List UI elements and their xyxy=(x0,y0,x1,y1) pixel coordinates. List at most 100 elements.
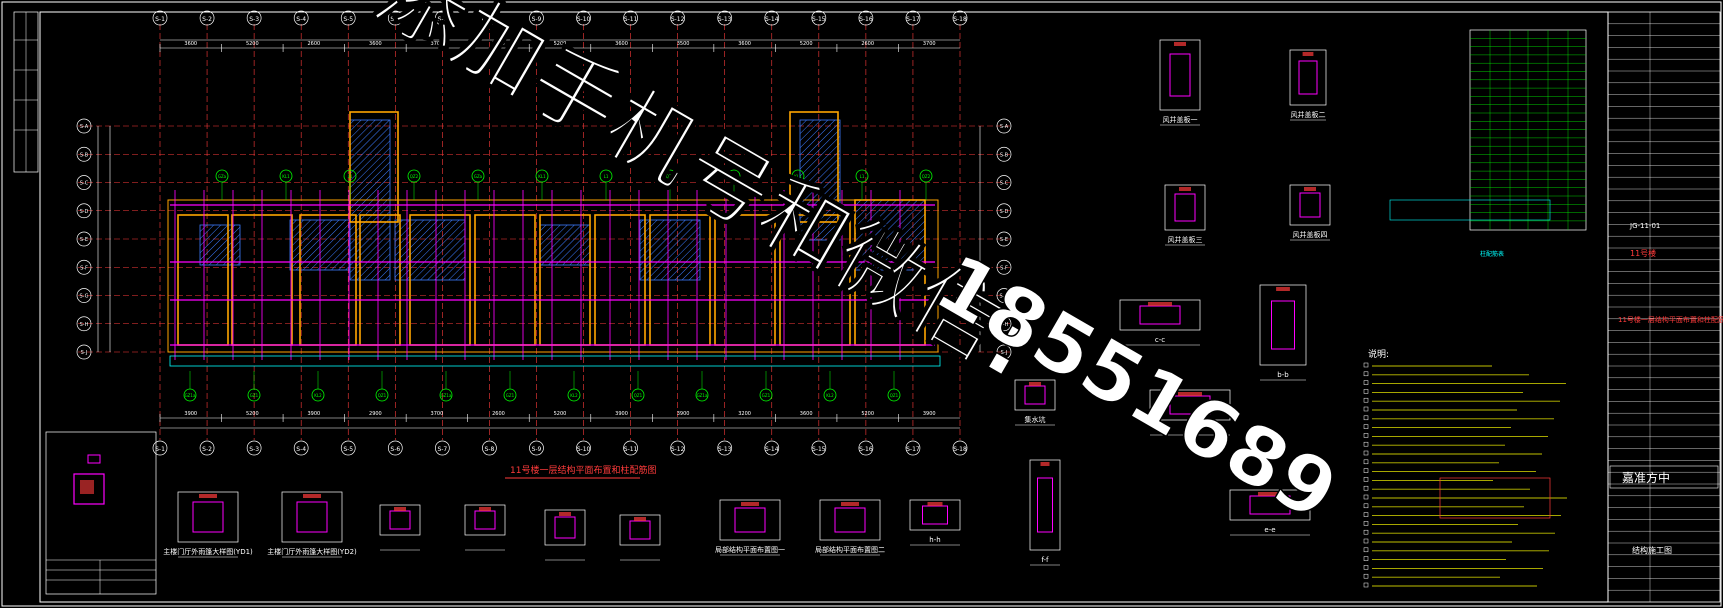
shear-wall xyxy=(594,214,646,346)
axis-bubble xyxy=(717,440,733,456)
axis-bubble xyxy=(529,10,544,26)
column-tag-text: QZ2 xyxy=(922,174,931,179)
dim-text: 2600 xyxy=(307,41,320,47)
axis-bubble xyxy=(623,440,638,456)
detail-caption: h-h xyxy=(929,536,940,544)
axis-label-bottom: S-7 xyxy=(437,446,447,453)
detail-rebar xyxy=(296,501,328,533)
axis-bubble xyxy=(764,440,780,456)
axis-label-top: S-18 xyxy=(953,16,967,23)
shear-wall xyxy=(474,214,536,346)
dim-text: 3900 xyxy=(307,411,320,417)
structural-floor-plan[interactable]: S-1S-1S-2S-2S-3S-3S-4S-4S-5S-5S-6S-6S-7S… xyxy=(76,10,1012,456)
dim-text: 3900 xyxy=(677,411,690,417)
note-bullet xyxy=(1363,389,1369,394)
column-tag-text: GZ1a xyxy=(441,393,452,398)
axis-bubble xyxy=(340,440,356,456)
detail-section xyxy=(544,509,586,546)
axis-label-top: S-15 xyxy=(812,16,826,23)
drawing-number: JG-11-01 xyxy=(1629,222,1660,230)
axis-bubble xyxy=(996,259,1012,275)
axis-label-bottom: S-2 xyxy=(202,446,212,453)
axis-bubble xyxy=(435,440,450,456)
detail-marker xyxy=(1276,287,1290,291)
dim-text: 3700 xyxy=(923,41,936,47)
detail-rebar xyxy=(389,510,411,530)
axis-bubble xyxy=(387,10,403,26)
shear-wall xyxy=(714,214,776,346)
note-bullet xyxy=(1363,485,1369,491)
table-footer xyxy=(1389,199,1551,221)
detail-marker xyxy=(1302,52,1314,56)
detail-rebar xyxy=(922,505,948,525)
axis-label-bottom: S-11 xyxy=(624,446,638,453)
detail-rebar xyxy=(1024,385,1046,405)
detail-section xyxy=(619,514,661,546)
column-tag-text: QZ1 xyxy=(634,393,643,398)
detail-caption: c-c xyxy=(1155,336,1165,344)
axis-label-top: S-11 xyxy=(624,16,638,23)
note-bullet xyxy=(1363,406,1369,412)
dim-text: 3900 xyxy=(923,411,936,417)
note-bullet xyxy=(1363,538,1369,544)
note-bullet xyxy=(1363,477,1369,482)
axis-bubble xyxy=(996,175,1012,190)
dim-text: 2600 xyxy=(861,41,874,47)
axis-label-bottom: S-14 xyxy=(765,446,779,453)
axis-label-top: S-7 xyxy=(437,16,447,23)
axis-bubble xyxy=(76,344,92,360)
axis-label-bottom: S-8 xyxy=(485,446,495,453)
axis-label-bottom: S-13 xyxy=(718,446,732,453)
detail-section xyxy=(281,491,343,543)
axis-bubble xyxy=(293,10,309,26)
drawing-frame xyxy=(39,11,1609,603)
axis-label-left: S-H xyxy=(80,322,89,328)
axis-bubble xyxy=(576,440,591,456)
axis-bubble xyxy=(340,10,356,26)
axis-label-top: S-14 xyxy=(765,16,779,23)
axis-bubble xyxy=(76,203,92,219)
detail-marker xyxy=(927,502,943,506)
column-tag-text: L1 xyxy=(348,174,353,179)
axis-bubble xyxy=(246,440,262,456)
dim-text: 5200 xyxy=(554,41,567,47)
note-bullet xyxy=(1363,415,1369,421)
detail-drawings: 风井盖板一风井盖板二风井盖板三风井盖板四b-bc-cd-de-ef-fh-h集水… xyxy=(163,39,1551,566)
slab-hatch-region xyxy=(199,224,241,266)
detail-caption: 风井盖板三 xyxy=(1168,235,1203,244)
detail-rebar xyxy=(1169,53,1191,97)
detail-marker xyxy=(303,494,321,498)
detail-marker xyxy=(1178,392,1202,396)
dim-text: 3500 xyxy=(677,41,690,47)
detail-rebar xyxy=(1299,192,1321,218)
detail-marker xyxy=(479,507,491,511)
detail-marker xyxy=(1040,462,1050,466)
note-bullet xyxy=(1363,521,1369,526)
axis-bubble xyxy=(905,440,921,456)
column-tag-text: GZ1a xyxy=(697,393,708,398)
detail-section xyxy=(1119,299,1201,331)
column-tag-text: GZ1 xyxy=(762,393,771,398)
column-tag-text: KL2 xyxy=(826,393,834,398)
axis-bubble xyxy=(996,203,1012,219)
slab-hatch-region xyxy=(639,219,701,281)
detail-rebar xyxy=(1037,477,1053,533)
general-notes: 说明: xyxy=(1363,348,1567,588)
detail-section xyxy=(1289,49,1327,106)
note-bullet xyxy=(1363,582,1369,588)
axis-bubble xyxy=(152,440,168,456)
column-tag-text: GZa xyxy=(218,174,227,179)
note-bullet xyxy=(1363,547,1369,553)
axis-label-top: S-16 xyxy=(859,16,873,23)
slab-hatch-region xyxy=(799,119,841,241)
detail-marker xyxy=(1148,302,1172,306)
axis-label-bottom: S-18 xyxy=(953,446,967,453)
note-bullet xyxy=(1363,556,1369,561)
detail-rebar xyxy=(1298,60,1318,95)
axis-bubble xyxy=(76,175,92,190)
column-tag-text: GZa xyxy=(474,174,483,179)
axis-bubble xyxy=(764,10,780,26)
detail-marker xyxy=(199,494,217,498)
axis-label-bottom: S-9 xyxy=(532,446,542,453)
